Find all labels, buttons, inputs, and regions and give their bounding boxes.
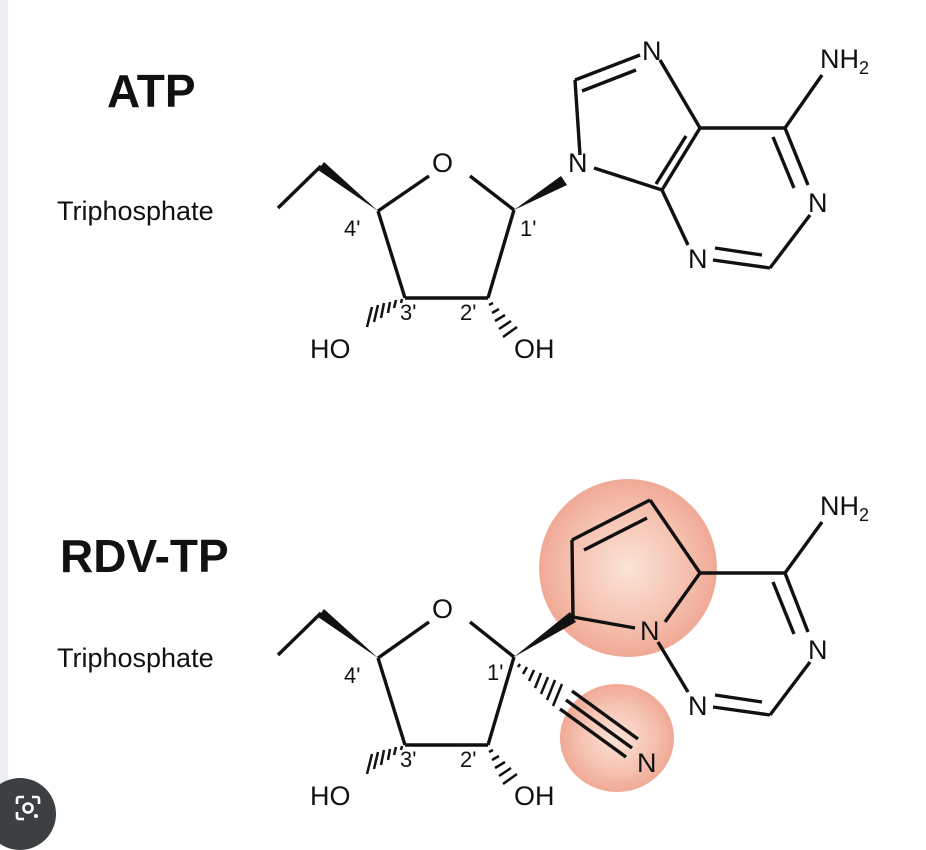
nitrogen-9-label: N bbox=[568, 148, 588, 178]
amine-label: NH2 bbox=[820, 491, 869, 525]
structure-title-atp: ATP bbox=[107, 65, 196, 117]
nitrile-nitrogen-label: N bbox=[637, 748, 657, 778]
rdv-ribose-ring bbox=[276, 609, 639, 786]
hydroxyl-2-label: OH bbox=[514, 334, 555, 364]
triazine-nitrogen-2-label: N bbox=[688, 691, 708, 721]
triphosphate-label: Triphosphate bbox=[57, 196, 214, 226]
rdv-hashed-bond-2 bbox=[488, 748, 518, 786]
rdv-hashed-bond-3 bbox=[365, 745, 404, 775]
nitrogen-3-label: N bbox=[688, 244, 708, 274]
hydroxyl-2-label: OH bbox=[514, 781, 555, 811]
triphosphate-label: Triphosphate bbox=[57, 643, 214, 673]
nitrogen-1-label: N bbox=[808, 188, 828, 218]
amine-label: NH2 bbox=[820, 44, 869, 78]
ring-oxygen-label: O bbox=[432, 148, 453, 178]
left-edge-strip bbox=[0, 0, 8, 840]
pyrrole-highlight bbox=[539, 479, 717, 657]
atp-adenine-base bbox=[573, 53, 824, 270]
hydroxyl-3-label: HO bbox=[310, 781, 351, 811]
atp-ribose-ring bbox=[276, 162, 567, 339]
position-1-label: 1' bbox=[520, 216, 536, 241]
atp-hashed-bond-3 bbox=[365, 298, 404, 328]
google-lens-button[interactable] bbox=[0, 778, 56, 850]
triazine-nitrogen-label: N bbox=[808, 635, 828, 665]
google-lens-icon bbox=[13, 793, 43, 828]
nitrogen-7-label: N bbox=[642, 36, 662, 66]
position-4-label: 4' bbox=[344, 663, 360, 688]
structure-title-rdv-tp: RDV-TP bbox=[60, 530, 229, 582]
rdv-hashed-bond-1 bbox=[516, 663, 564, 707]
ring-oxygen-label: O bbox=[432, 594, 453, 624]
rdv-tp-structure: RDV-TP bbox=[57, 479, 869, 811]
position-2-label: 2' bbox=[460, 747, 476, 772]
rdv-pyrrolotriazine-base bbox=[570, 498, 824, 717]
position-2-label: 2' bbox=[460, 300, 476, 325]
pyrrole-nitrogen-label: N bbox=[640, 616, 660, 646]
hydroxyl-3-label: HO bbox=[310, 334, 351, 364]
position-3-label: 3' bbox=[400, 300, 416, 325]
position-1-label: 1' bbox=[487, 660, 503, 685]
position-4-label: 4' bbox=[344, 216, 360, 241]
atp-structure: ATP bbox=[57, 36, 869, 364]
atp-hashed-bond-2 bbox=[488, 301, 518, 339]
position-3-label: 3' bbox=[400, 747, 416, 772]
